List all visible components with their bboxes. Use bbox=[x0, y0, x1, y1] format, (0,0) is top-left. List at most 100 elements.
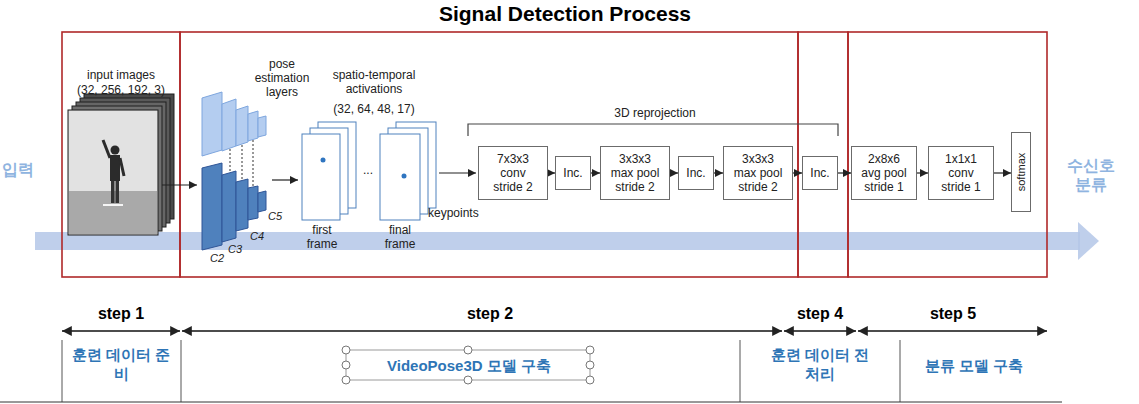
step-title: VideoPose3D 모델 구축 bbox=[350, 356, 588, 375]
person-leg bbox=[111, 181, 115, 203]
image-wall bbox=[69, 111, 157, 191]
box-text: softmax bbox=[1014, 153, 1028, 192]
box-text: 3x3x3 max pool stride 2 bbox=[730, 152, 786, 194]
reprojection-bracket bbox=[468, 124, 838, 136]
step-divider bbox=[740, 340, 741, 402]
tensor-shape: (32, 256, 192, 3) bbox=[62, 83, 180, 97]
flow-arrow bbox=[793, 172, 802, 173]
layer-caption: spatio-temporal activations bbox=[318, 68, 430, 96]
pose-layer bbox=[258, 116, 266, 137]
box-text: Inc. bbox=[559, 166, 587, 180]
flow-arrow bbox=[917, 172, 928, 173]
side-label: 수신호 분류 bbox=[1060, 156, 1122, 194]
stage-frame bbox=[62, 32, 180, 277]
pose-layer bbox=[202, 92, 222, 156]
pose-layer bbox=[236, 179, 248, 231]
person-leg bbox=[116, 181, 120, 203]
flow-arrow bbox=[670, 172, 678, 173]
flow-arrow bbox=[714, 172, 723, 173]
dotted-link bbox=[230, 149, 231, 173]
step-title: 분류 모델 구축 bbox=[905, 356, 1043, 375]
step-number: step 5 bbox=[858, 304, 1048, 323]
box-text: 7x3x3 conv stride 2 bbox=[485, 152, 541, 194]
layer-box: 7x3x3 conv stride 2 bbox=[478, 146, 548, 200]
ellipsis: ... bbox=[358, 163, 378, 177]
step-number: step 2 bbox=[400, 304, 580, 323]
box-text: 1x1x1 conv stride 1 bbox=[936, 152, 986, 194]
tensor-shape: (32, 64, 48, 17) bbox=[318, 102, 430, 116]
callout-label: keypoints bbox=[428, 206, 492, 220]
flow-arrow bbox=[838, 172, 851, 173]
person-arm bbox=[120, 158, 124, 176]
box-text: Inc. bbox=[682, 166, 710, 180]
selection-handle bbox=[342, 346, 350, 354]
layer-caption: pose estimation layers bbox=[250, 57, 314, 99]
step-span bbox=[784, 330, 856, 331]
flow-arrow bbox=[272, 179, 298, 180]
pose-layer bbox=[222, 171, 236, 242]
pose-layer bbox=[236, 106, 248, 146]
selection-handle bbox=[586, 376, 594, 384]
box-text: Inc. bbox=[806, 166, 834, 180]
flow-band-head bbox=[1078, 222, 1099, 260]
person-body bbox=[110, 155, 120, 181]
stage-frame bbox=[798, 32, 848, 277]
pose-layer bbox=[222, 99, 236, 151]
flow-arrow bbox=[162, 184, 197, 185]
flow-arrow bbox=[994, 172, 1011, 173]
flow-arrow bbox=[591, 172, 600, 173]
step-number: step 1 bbox=[62, 304, 180, 323]
side-label: 입력 bbox=[2, 160, 46, 179]
pose-layer bbox=[248, 111, 258, 141]
flow-arrow bbox=[439, 172, 476, 173]
box-text: 3x3x3 max pool stride 2 bbox=[607, 152, 663, 194]
selection-handle bbox=[586, 361, 594, 369]
dotted-link bbox=[253, 140, 254, 186]
selection-handle bbox=[464, 376, 472, 384]
layer-box: 3x3x3 max pool stride 2 bbox=[600, 146, 670, 200]
step-span bbox=[62, 330, 180, 331]
group-label: 3D reprojection bbox=[595, 106, 715, 120]
layer-name: C2 bbox=[210, 252, 226, 264]
person-head bbox=[111, 146, 120, 155]
step-divider bbox=[900, 340, 901, 402]
diagram-title: Signal Detection Process bbox=[370, 1, 760, 27]
step-title: 훈련 데이터 전처리 bbox=[770, 345, 870, 383]
step-divider bbox=[181, 340, 182, 402]
frame-label: first frame bbox=[300, 223, 344, 251]
step-divider bbox=[62, 340, 63, 402]
stage-frame bbox=[848, 32, 1047, 277]
selection-handle bbox=[342, 376, 350, 384]
flow-band bbox=[35, 232, 1080, 250]
layer-name: C3 bbox=[228, 243, 244, 255]
step-span bbox=[858, 330, 1047, 331]
dotted-link bbox=[242, 145, 243, 180]
activation-frame bbox=[380, 134, 420, 220]
activation-frame bbox=[302, 134, 340, 220]
layer-caption: input images bbox=[62, 68, 180, 82]
step-title: 훈련 데이터 준비 bbox=[70, 345, 172, 383]
keypoint-dot bbox=[402, 174, 407, 179]
keypoint-dot bbox=[321, 158, 326, 163]
layer-box: 1x1x1 conv stride 1 bbox=[928, 146, 994, 200]
layer-box: Inc. bbox=[555, 156, 591, 190]
image-frame bbox=[68, 110, 158, 235]
layer-name: C4 bbox=[250, 230, 266, 242]
pose-layer bbox=[248, 186, 258, 220]
pose-layer bbox=[258, 191, 266, 212]
flow-arrow bbox=[548, 172, 555, 173]
person-arm bbox=[103, 140, 110, 158]
layer-box: 2x8x6 avg pool stride 1 bbox=[851, 146, 917, 200]
pose-layer bbox=[202, 163, 222, 250]
selection-handle bbox=[464, 346, 472, 354]
selection-handle bbox=[342, 361, 350, 369]
layer-box: Inc. bbox=[802, 156, 838, 190]
base-line bbox=[0, 402, 1062, 403]
box-text: 2x8x6 avg pool stride 1 bbox=[860, 152, 908, 194]
selection-handle bbox=[586, 346, 594, 354]
frame-label: final frame bbox=[378, 223, 422, 251]
stage-frame bbox=[180, 32, 798, 277]
